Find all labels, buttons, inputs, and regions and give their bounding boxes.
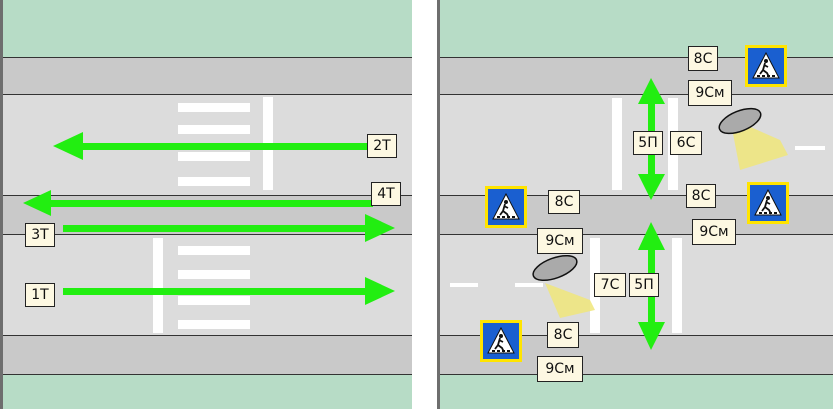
grass-bottom [3, 375, 412, 409]
arrow-4t [23, 190, 373, 216]
label-low-7c: 7С [594, 273, 626, 297]
label-mid-6c: 6С [670, 131, 702, 155]
label-left-9cm: 9См [537, 228, 583, 254]
pedestrian-crossing-icon [485, 186, 527, 228]
label-top-8c: 8С [688, 46, 718, 71]
camera-upper [718, 107, 762, 135]
arrow-3t [63, 214, 395, 242]
left-intersection-panel: 2Т 4Т 3Т 1Т [0, 0, 412, 409]
pedestrian-crossing-icon [745, 45, 787, 87]
light-cone-upper [730, 118, 788, 170]
label-left-8c: 8С [548, 190, 580, 214]
label-bottom-8c: 8С [547, 322, 579, 348]
grass-top [3, 0, 412, 57]
pedestrian-crossing-icon [747, 182, 789, 224]
arrow-1t [63, 277, 395, 305]
label-mid-5p: 5П [633, 131, 663, 155]
lane-label-3t: 3Т [25, 223, 55, 247]
sidewalk-bottom [3, 335, 412, 375]
light-cone-lower [545, 283, 595, 318]
right-intersection-panel: 8С 9См 5П 6С 8С 9См 8С 9См 7С 5П 8С 9См [437, 0, 833, 409]
sidewalk-top [3, 57, 412, 95]
pedestrian-crossing-icon [480, 320, 522, 362]
arrow-2t [53, 132, 373, 160]
label-low-5p: 5П [629, 273, 659, 297]
lane-label-2t: 2Т [367, 134, 397, 158]
label-top-9cm: 9См [688, 80, 732, 106]
label-right-9cm: 9См [692, 219, 736, 245]
lane-label-1t: 1Т [25, 283, 55, 307]
label-bottom-9cm: 9См [537, 356, 583, 382]
left-arrows [23, 132, 395, 305]
label-right-8c: 8С [686, 184, 716, 208]
camera-lower [532, 254, 578, 282]
grass-bottom [440, 375, 833, 409]
lane-label-4t: 4Т [371, 182, 401, 206]
